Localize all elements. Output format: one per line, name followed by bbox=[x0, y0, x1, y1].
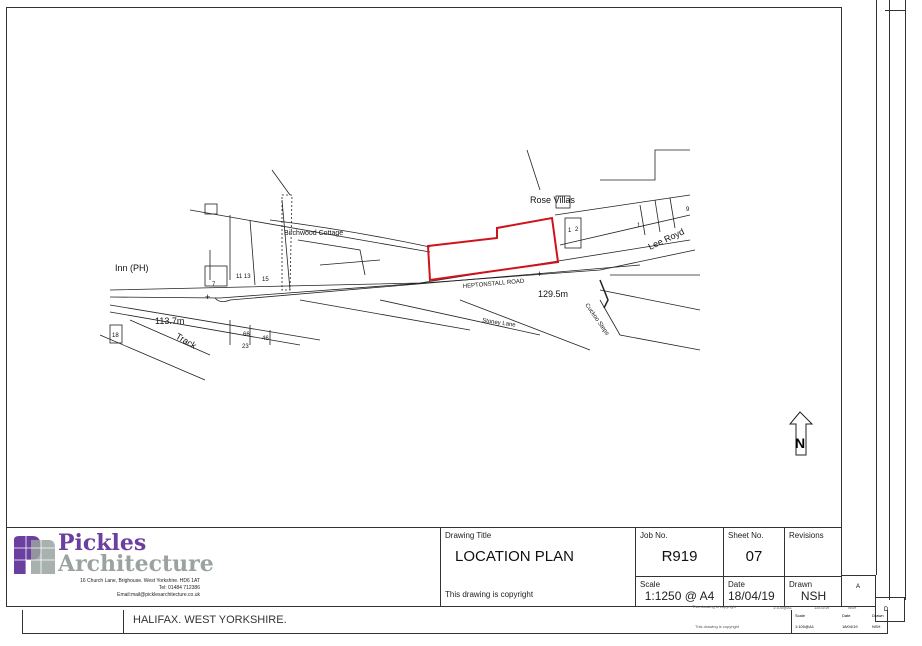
label-inn: Inn (PH) bbox=[115, 263, 149, 273]
underlay-drawn-label: Drawn bbox=[872, 613, 884, 618]
underlay-scale-2: 1:100@A1 bbox=[795, 624, 814, 629]
revisions-cell: Revisions bbox=[784, 528, 842, 576]
underlay-drawn: NSH bbox=[848, 605, 857, 610]
north-arrow-icon: N bbox=[788, 411, 814, 456]
underlay-copyright: This drawing is copyright bbox=[692, 604, 737, 609]
logo-line2: Architecture bbox=[58, 551, 214, 577]
underlay-sheet-edge bbox=[876, 0, 877, 575]
house-number: 11 13 bbox=[236, 274, 251, 280]
underlay-scale-label: Scale bbox=[795, 613, 806, 618]
map-linework bbox=[99, 149, 701, 381]
scale-value: 1:1250 @ A4 bbox=[644, 589, 715, 603]
site-boundary bbox=[426, 216, 560, 282]
scale-label: Scale bbox=[640, 580, 661, 589]
drawn-label: Drawn bbox=[789, 580, 813, 589]
svg-text:+: + bbox=[537, 269, 542, 279]
address: 16 Church Lane, Brighouse. West Yorkshir… bbox=[80, 578, 200, 584]
label-level-west: 113.7m bbox=[155, 316, 184, 326]
scale-cell: Scale 1:1250 @ A4 bbox=[635, 577, 723, 606]
underlay-scale: 1:100@A1 bbox=[773, 605, 792, 610]
house-number: 18 bbox=[112, 333, 119, 339]
house-number: 23 bbox=[242, 344, 249, 350]
svg-text:+: + bbox=[205, 292, 210, 302]
label-level-east: 129.5m bbox=[538, 289, 568, 299]
underlay-drawn-2: NSH bbox=[872, 624, 881, 629]
copyright-note: This drawing is copyright bbox=[445, 590, 534, 599]
email[interactable]: Email:mail@picklesarchitecture.co.uk bbox=[117, 592, 200, 598]
underlay-date-2: 18/04/19 bbox=[842, 624, 858, 629]
label-cuckoo-steps: Cuckoo Steps bbox=[583, 303, 609, 337]
underlay-sheet-edge bbox=[905, 0, 906, 600]
label-lee-royd: Lee Royd bbox=[647, 226, 686, 251]
job-number-cell: Job No. R919 bbox=[635, 528, 723, 576]
label-stoney-lane: Stoney Lane bbox=[482, 318, 517, 329]
underlay-revision-2: D bbox=[875, 597, 905, 622]
date-value: 18/04/19 bbox=[728, 589, 775, 603]
location-map: Inn (PH) Birchwood Cottage Rose Villas L… bbox=[99, 149, 814, 456]
drawn-by: NSH bbox=[800, 589, 827, 603]
label-rose-villas: Rose Villas bbox=[530, 195, 575, 205]
underlay-revision: A bbox=[842, 575, 876, 607]
drawing-title-cell: Drawing Title LOCATION PLAN This drawing… bbox=[440, 528, 635, 606]
title-block: Pickles Architecture 16 Church Lane, Bri… bbox=[6, 527, 842, 608]
underlay-date: 11/03/19 bbox=[814, 605, 830, 610]
svg-text:N: N bbox=[795, 435, 805, 451]
telephone: Tel: 01484 712386 bbox=[158, 585, 200, 591]
house-number: 15 bbox=[262, 277, 269, 283]
house-number: 2 bbox=[575, 227, 579, 233]
date-label: Date bbox=[728, 580, 745, 589]
logo-panel: Pickles Architecture 16 Church Lane, Bri… bbox=[6, 528, 440, 606]
house-number: 46 bbox=[262, 336, 269, 342]
sheet-number: 07 bbox=[745, 548, 763, 565]
pickles-logo-icon bbox=[14, 536, 55, 574]
underlay-date-label: Date bbox=[842, 613, 851, 618]
job-number: R919 bbox=[661, 548, 698, 565]
job-label: Job No. bbox=[640, 531, 668, 540]
drawing-title: LOCATION PLAN bbox=[455, 548, 574, 565]
drawing-title-label: Drawing Title bbox=[445, 531, 492, 540]
label-heptonstall-road: HEPTONSTALL ROAD bbox=[463, 279, 526, 290]
underlay-sheet-edge bbox=[889, 0, 890, 600]
sheet-number-cell: Sheet No. 07 bbox=[723, 528, 784, 576]
underlay-copyright-2: This drawing is copyright bbox=[695, 624, 740, 629]
drawn-cell: Drawn NSH bbox=[784, 577, 842, 606]
underlay-sheet-edge bbox=[885, 10, 905, 11]
house-number: 1 bbox=[568, 228, 572, 234]
label-birchwood-cottage: Birchwood Cottage bbox=[284, 230, 343, 237]
house-number: 7 bbox=[212, 282, 216, 288]
sheet-label: Sheet No. bbox=[728, 531, 764, 540]
underlay-location: HALIFAX. WEST YORKSHIRE. bbox=[133, 614, 287, 626]
house-number: 66 bbox=[243, 332, 250, 338]
underlay-title-strip: HALIFAX. WEST YORKSHIRE. This drawing is… bbox=[22, 610, 888, 634]
date-cell: Date 18/04/19 bbox=[723, 577, 784, 606]
house-number: 1 bbox=[637, 223, 641, 229]
house-number: 9 bbox=[686, 207, 690, 213]
revisions-label: Revisions bbox=[789, 531, 824, 540]
drawing-frame bbox=[6, 7, 842, 607]
logo-line1: Pickles bbox=[58, 530, 147, 556]
practice-contact: 16 Church Lane, Brighouse. West Yorkshir… bbox=[80, 578, 200, 599]
